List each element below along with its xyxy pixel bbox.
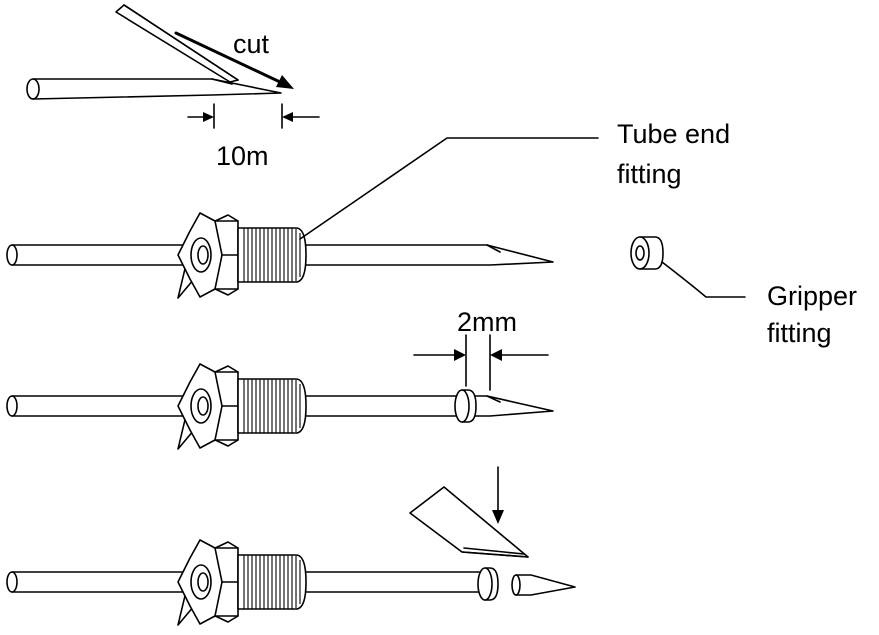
blade-1 (115, 4, 239, 83)
dim-10m-label: 10m (216, 141, 269, 171)
step-2-assembly: Tube end fitting Gripper fitting (6, 119, 857, 348)
gripper-label-line1: Gripper (767, 281, 857, 311)
cut-tip-piece (511, 574, 576, 596)
nut-fitting-2 (177, 212, 307, 299)
dimension-2mm (413, 334, 549, 391)
tube-2 (6, 244, 554, 266)
tube-end-label-line2: fitting (617, 159, 682, 189)
gripper-on-tube-4 (477, 567, 499, 601)
tube-end-leader-line (299, 137, 599, 240)
step-3-assembly: 2mm (6, 307, 554, 450)
gripper-fitting (630, 236, 664, 270)
tube-1 (26, 78, 282, 100)
tube-4 (6, 571, 484, 593)
step-4-cut-off (6, 466, 576, 626)
cut-arrow (174, 31, 294, 89)
cut-label: cut (233, 29, 270, 59)
tube-3 (6, 395, 554, 417)
dimension-10m (187, 103, 320, 129)
tube-end-label-line1: Tube end (617, 119, 730, 149)
gripper-label-line2: fitting (767, 318, 832, 348)
nut-fitting-3 (177, 363, 307, 450)
blade-4 (409, 486, 529, 558)
dim-2mm-label: 2mm (457, 307, 517, 337)
gripper-on-tube-3 (454, 389, 477, 423)
gripper-leader-line (661, 261, 746, 298)
step-1-cut: cut 10m (26, 4, 320, 171)
down-arrow (492, 466, 504, 524)
nut-fitting-4 (177, 539, 307, 626)
